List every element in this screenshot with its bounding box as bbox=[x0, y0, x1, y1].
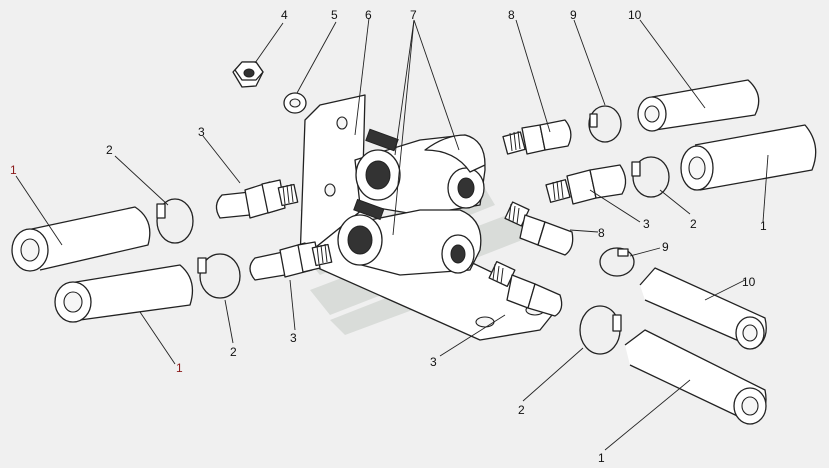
callout-2: 2 bbox=[230, 345, 237, 359]
callout-labels: 1 1 1 1 2 2 2 2 3 3 3 3 4 5 6 7 8 8 9 9 … bbox=[10, 8, 767, 465]
hose-clamp-top-right bbox=[588, 105, 622, 143]
hose-right-mid bbox=[680, 124, 817, 191]
callout-9: 9 bbox=[570, 8, 577, 22]
callout-3: 3 bbox=[430, 355, 437, 369]
callout-8: 8 bbox=[508, 8, 515, 22]
union-fitting-right-mid bbox=[545, 164, 627, 205]
callout-3: 3 bbox=[290, 331, 297, 345]
callout-8: 8 bbox=[598, 226, 605, 240]
callout-10: 10 bbox=[742, 275, 756, 289]
lock-washer bbox=[283, 92, 307, 114]
union-fitting-right-upper bbox=[502, 119, 572, 155]
stud-bolts bbox=[353, 128, 399, 221]
union-fitting-bracket bbox=[488, 260, 563, 317]
hose-clamp-left-upper bbox=[156, 198, 194, 244]
callout-9: 9 bbox=[662, 240, 669, 254]
union-fitting-left-upper bbox=[215, 179, 299, 219]
callout-1: 1 bbox=[760, 219, 767, 233]
hose-clamp-right-lower bbox=[599, 247, 635, 277]
callout-1: 1 bbox=[10, 163, 17, 177]
callout-1: 1 bbox=[176, 361, 183, 375]
leader-lines bbox=[15, 17, 769, 451]
callout-3: 3 bbox=[198, 125, 205, 139]
hex-nut bbox=[232, 61, 264, 88]
hose-clamp-right-mid bbox=[631, 156, 670, 198]
union-fitting-left-lower bbox=[249, 241, 333, 281]
union-fitting-right-lower bbox=[504, 201, 574, 256]
valve-body-upper bbox=[354, 134, 486, 216]
callout-2: 2 bbox=[106, 143, 113, 157]
hose-top-right bbox=[637, 79, 760, 132]
callout-2: 2 bbox=[690, 217, 697, 231]
callout-7: 7 bbox=[410, 8, 417, 22]
callout-4: 4 bbox=[281, 8, 288, 22]
hose-left-lower bbox=[54, 264, 194, 323]
callout-5: 5 bbox=[331, 8, 338, 22]
callout-10: 10 bbox=[628, 8, 642, 22]
hose-right-lower bbox=[639, 267, 767, 350]
callout-3: 3 bbox=[643, 217, 650, 231]
hose-left-upper bbox=[11, 206, 151, 272]
callout-1: 1 bbox=[598, 451, 605, 465]
hose-bottom-right bbox=[624, 329, 767, 425]
hose-clamp-left-lower bbox=[197, 253, 241, 299]
callout-6: 6 bbox=[365, 8, 372, 22]
callout-2: 2 bbox=[518, 403, 525, 417]
hose-clamp-bottom-right bbox=[579, 305, 622, 355]
valve-body-lower bbox=[337, 209, 482, 276]
